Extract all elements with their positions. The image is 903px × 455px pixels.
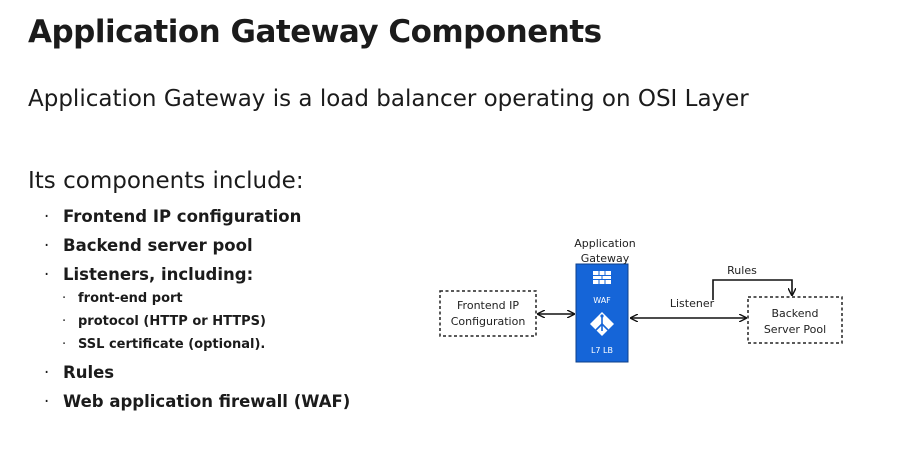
bullet-icon: ·	[62, 291, 67, 306]
component-label: Rules	[63, 363, 115, 382]
component-label: Listeners, including:	[63, 265, 254, 284]
frontend-label: Frontend IP Configuration	[440, 298, 536, 330]
component-label: Backend server pool	[63, 236, 253, 255]
rules-label: Rules	[727, 264, 757, 277]
diagram-canvas	[439, 263, 843, 363]
frontend-box	[439, 290, 537, 337]
slide-title: Application Gateway Components	[28, 14, 602, 50]
backend-box	[747, 296, 843, 344]
listener-detail-label: front-end port	[78, 291, 183, 306]
architecture-diagram: Application Gateway WAF L7 LB Frontend I…	[430, 228, 860, 378]
gateway-label: Application Gateway	[560, 236, 650, 266]
frontend-label-line: Frontend IP	[457, 299, 519, 312]
bullet-icon: ·	[44, 265, 50, 284]
component-label: Frontend IP configuration	[63, 207, 302, 226]
bullet-icon: ·	[44, 363, 50, 382]
frontend-label-line: Configuration	[450, 315, 526, 328]
bullet-icon: ·	[44, 207, 50, 226]
bullet-icon: ·	[62, 314, 67, 329]
listener-detail-label: protocol (HTTP or HTTPS)	[78, 314, 266, 329]
slide-subtitle: Application Gateway is a load balancer o…	[28, 86, 749, 112]
bullet-icon: ·	[44, 392, 50, 411]
list-item: · Listeners, including: · front-end port ·…	[44, 260, 350, 356]
list-item: · Rules	[44, 358, 350, 387]
firewall-icon	[593, 271, 611, 284]
list-item: · protocol (HTTP or HTTPS)	[62, 310, 350, 333]
list-item: · Frontend IP configuration	[44, 202, 350, 231]
waf-label: WAF	[593, 296, 611, 305]
lb-label: L7 LB	[590, 346, 614, 355]
gateway-label-line: Gateway	[580, 252, 630, 265]
listener-details-list: · front-end port · protocol (HTTP or HTTPS…	[62, 287, 350, 356]
backend-label-line: Backend	[771, 307, 819, 320]
bullet-icon: ·	[44, 236, 50, 255]
rules-arrow	[712, 279, 792, 300]
list-item: · SSL certificate (optional).	[62, 333, 350, 356]
backend-label-line: Server Pool	[763, 323, 827, 336]
bullet-icon: ·	[62, 337, 67, 352]
component-label: Web application firewall (WAF)	[63, 392, 351, 411]
load-balancer-icon	[590, 312, 614, 336]
listener-label: Listener	[669, 297, 715, 310]
list-item: · front-end port	[62, 287, 350, 310]
list-item: · Backend server pool	[44, 231, 350, 260]
backend-label: Backend Server Pool	[748, 306, 842, 338]
gateway-label-line: Application	[574, 237, 636, 250]
components-intro: Its components include:	[28, 168, 304, 194]
listener-detail-label: SSL certificate (optional).	[78, 337, 266, 352]
components-list: · Frontend IP configuration · Backend serv…	[44, 202, 350, 416]
list-item: · Web application firewall (WAF)	[44, 387, 350, 416]
